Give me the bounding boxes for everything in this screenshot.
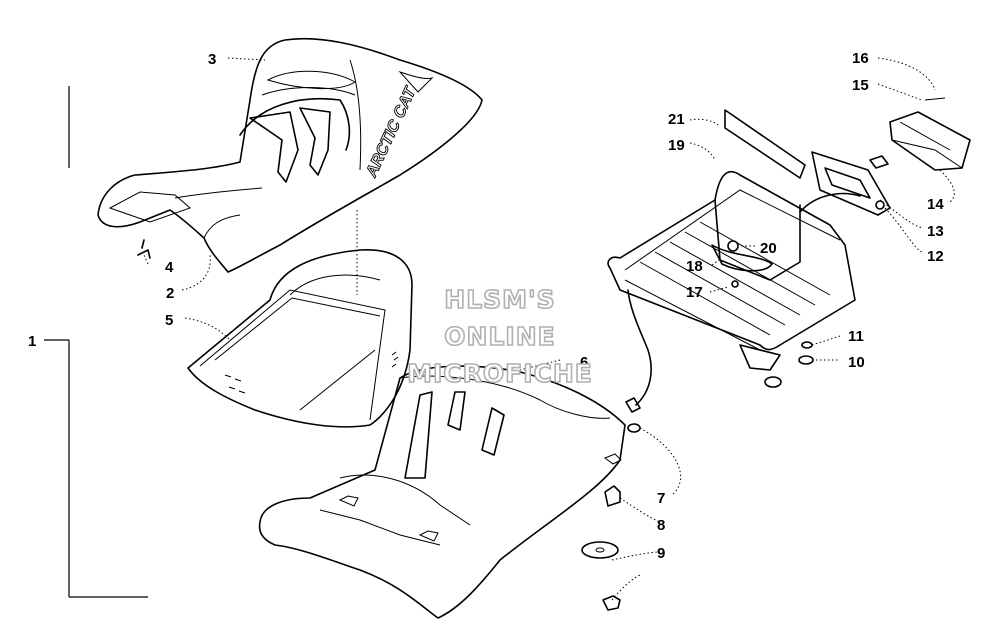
callout-18: 18 <box>686 258 703 275</box>
callout-5: 5 <box>165 312 173 329</box>
seat-cover: ARCTIC CAT <box>97 37 483 273</box>
callout-19: 19 <box>668 137 685 154</box>
callout-17: 17 <box>686 284 703 301</box>
callout-9: 9 <box>657 545 665 562</box>
assembly-bracket <box>44 86 148 598</box>
callout-13: 13 <box>927 223 944 240</box>
callout-4: 4 <box>165 259 174 276</box>
callout-16: 16 <box>852 50 869 67</box>
callout-2: 2 <box>166 285 174 302</box>
seat-logo-text: ARCTIC CAT <box>363 84 420 181</box>
callout-10: 10 <box>848 354 865 371</box>
callout-11: 11 <box>848 328 864 345</box>
callout-12: 12 <box>927 248 944 265</box>
watermark: HLSM'S ONLINE MICROFICHE <box>406 284 593 389</box>
watermark-line-1: HLSM'S <box>444 285 555 314</box>
callout-6: 6 <box>580 354 588 371</box>
callout-labels: 1 2 3 4 5 6 7 8 9 10 11 12 13 14 15 16 1… <box>28 50 944 562</box>
seat-foam <box>187 249 413 428</box>
luggage-rack <box>607 109 856 413</box>
seat-base <box>258 365 626 619</box>
callout-21: 21 <box>668 111 685 128</box>
taillight-assembly <box>799 97 971 216</box>
watermark-line-2: ONLINE <box>444 322 555 351</box>
callout-7: 7 <box>657 490 665 507</box>
clip-part-4 <box>137 239 151 259</box>
leader-lines <box>143 57 955 601</box>
callout-1: 1 <box>28 333 36 350</box>
callout-3: 3 <box>208 51 216 68</box>
hardware-parts <box>581 423 641 611</box>
callout-20: 20 <box>760 240 777 257</box>
callout-15: 15 <box>852 77 869 94</box>
watermark-line-3: MICROFICHE <box>407 359 593 388</box>
callout-14: 14 <box>927 196 944 213</box>
callout-8: 8 <box>657 517 665 534</box>
